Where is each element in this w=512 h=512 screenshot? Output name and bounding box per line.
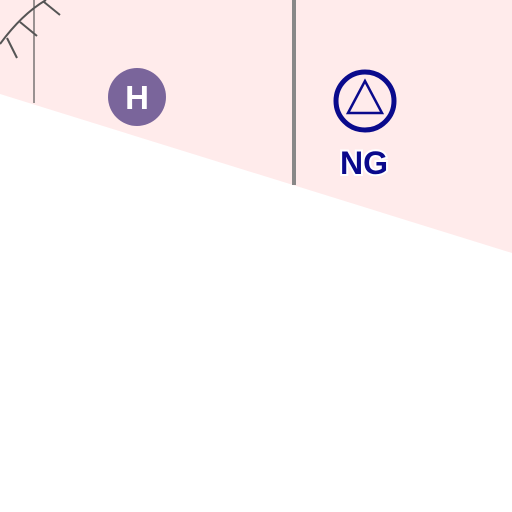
hospital-icon xyxy=(108,68,166,126)
grid-marker-label: NG xyxy=(340,145,388,181)
pink-zone-area xyxy=(0,0,512,253)
grid-marker[interactable]: NG xyxy=(333,69,397,183)
hospital-marker[interactable]: H xyxy=(108,68,166,126)
triangle-in-circle-icon xyxy=(333,69,397,133)
hospital-letter: H xyxy=(125,79,149,116)
embankment-symbol xyxy=(0,0,61,59)
